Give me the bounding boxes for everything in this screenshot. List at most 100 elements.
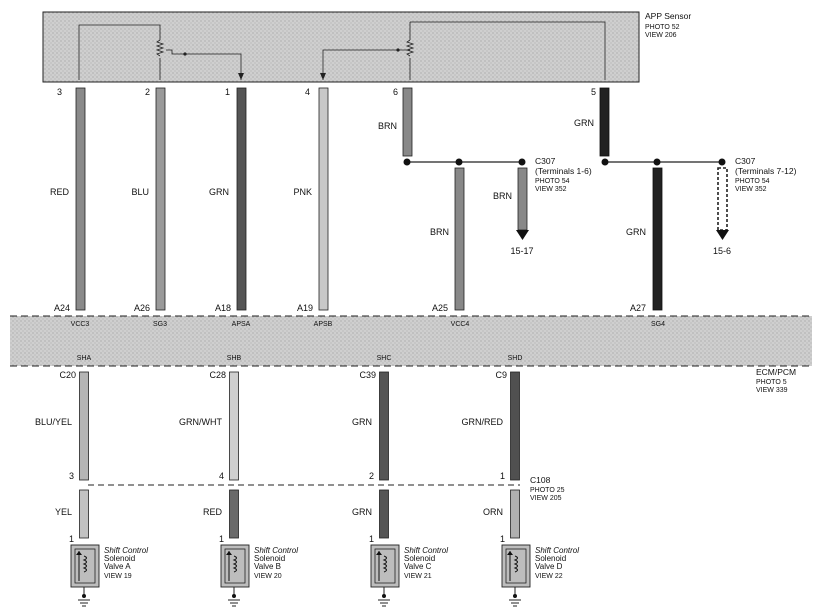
wire-lower — [379, 489, 389, 539]
coil-icon — [382, 555, 387, 573]
wire-grn-dashed — [717, 167, 728, 231]
app-sensor-photo: PHOTO 52 — [645, 24, 680, 31]
top-wire-2[interactable]: 2 BLU A26 SG3 — [131, 87, 167, 328]
connector-terminals: (Terminals 1-6) — [535, 166, 592, 176]
ecm-pin-label: A27 — [630, 303, 646, 313]
connector-photo: PHOTO 54 — [735, 178, 770, 185]
ecm-title: ECM/PCM — [756, 367, 796, 377]
solenoid-name: Shift Control — [535, 546, 579, 555]
solenoid-name: Valve D — [535, 562, 563, 571]
reference-label: 15-6 — [713, 246, 731, 256]
signal-label: SG4 — [651, 321, 665, 328]
solenoid-name: Solenoid — [404, 554, 435, 563]
connector-terminals: (Terminals 7-12) — [735, 166, 797, 176]
wire-color-label: GRN — [626, 227, 646, 237]
wire-upper — [510, 371, 520, 481]
ecm-pin-label: A18 — [215, 303, 231, 313]
signal-label: VCC3 — [71, 321, 90, 328]
wire-color-label: RED — [50, 187, 70, 197]
pin-label: 3 — [57, 87, 62, 97]
pin-label: 4 — [305, 87, 310, 97]
solenoid-view: VIEW 22 — [535, 573, 563, 580]
c108-name: C108 — [530, 475, 551, 485]
branch-brn[interactable]: 6 BRN BRN BRN 15-17 A25 VCC4 C307 (Termi… — [378, 87, 592, 328]
wire-blu — [155, 87, 166, 311]
c108-photo: PHOTO 25 — [530, 487, 565, 494]
solenoid-name: Solenoid — [254, 554, 285, 563]
ecm-pin-label: C9 — [495, 370, 507, 380]
wire-color-label: BLU — [131, 187, 149, 197]
coil-icon — [82, 555, 87, 573]
wire-grn-upper — [599, 87, 610, 157]
signal-label: APSA — [232, 321, 251, 328]
wire-grn-lower — [652, 167, 663, 311]
ground-point — [382, 594, 386, 598]
c108-pin-label: 4 — [219, 471, 224, 481]
connector-photo: PHOTO 54 — [535, 178, 570, 185]
pin-label: 1 — [225, 87, 230, 97]
ecm-pin-label: A26 — [134, 303, 150, 313]
signal-label: SHA — [77, 355, 92, 362]
ecm-pin-label: C20 — [59, 370, 76, 380]
ground-point — [82, 594, 86, 598]
wire-color-label: BRN — [493, 191, 512, 201]
wire-color-label: GRN/RED — [461, 417, 503, 427]
c108-pin-label: 2 — [369, 471, 374, 481]
wire-color-label: ORN — [483, 507, 503, 517]
signal-label: APSB — [314, 321, 333, 328]
coil-icon — [232, 555, 237, 573]
solenoid-name: Valve C — [404, 562, 432, 571]
solenoid-name: Valve A — [104, 562, 131, 571]
top-wire-3[interactable]: 1 GRN A18 APSA — [209, 87, 251, 328]
splice-point — [601, 158, 609, 166]
wire-color-label: RED — [203, 507, 223, 517]
connector-view: VIEW 352 — [535, 186, 567, 193]
wire-pnk — [318, 87, 329, 311]
solenoid-name: Solenoid — [535, 554, 566, 563]
connector-name: C307 — [535, 156, 556, 166]
c108-view: VIEW 205 — [530, 495, 562, 502]
solenoid-box — [70, 544, 100, 588]
solenoid-pin-label: 1 — [69, 534, 74, 544]
splice-point — [718, 158, 726, 166]
solenoid-name: Shift Control — [254, 546, 298, 555]
c108-pin-label: 3 — [69, 471, 74, 481]
wire-color-label: GRN — [209, 187, 229, 197]
ecm-photo: PHOTO 5 — [756, 379, 787, 386]
branch-grn[interactable]: 5 GRN GRN 15-6 A27 SG4 C307 (Terminals 7… — [574, 87, 797, 328]
wire-color-label: PNK — [293, 187, 312, 197]
ground-point — [232, 594, 236, 598]
wire-lower — [79, 489, 89, 539]
wire-upper — [79, 371, 89, 481]
wire-grn — [236, 87, 247, 311]
ecm-pin-label: C28 — [209, 370, 226, 380]
wire-red — [75, 87, 86, 311]
wire-color-label: GRN/WHT — [179, 417, 222, 427]
ecm-pin-label: C39 — [359, 370, 376, 380]
solenoid-view: VIEW 19 — [104, 573, 132, 580]
wire-brn-lower — [454, 167, 465, 311]
signal-label: SG3 — [153, 321, 167, 328]
top-wire-1[interactable]: 3 RED A24 VCC3 — [50, 87, 89, 328]
c108-pin-label: 1 — [500, 471, 505, 481]
splice-point — [455, 158, 463, 166]
wire-lower — [510, 489, 520, 539]
solenoid-view: VIEW 20 — [254, 573, 282, 580]
app-sensor-box[interactable] — [42, 11, 640, 83]
reference-label: 15-17 — [510, 246, 533, 256]
splice-point — [653, 158, 661, 166]
app-sensor-view: VIEW 206 — [645, 32, 677, 39]
ground-point — [513, 594, 517, 598]
solenoid-pin-label: 1 — [219, 534, 224, 544]
ecm-pcm-box[interactable] — [10, 315, 812, 367]
arrow-down-icon — [516, 230, 529, 240]
top-wire-4[interactable]: 4 PNK A19 APSB — [293, 87, 332, 328]
wire-lower — [229, 489, 239, 539]
solenoid-box — [501, 544, 531, 588]
coil-icon — [513, 555, 518, 573]
splice-point — [403, 158, 411, 166]
